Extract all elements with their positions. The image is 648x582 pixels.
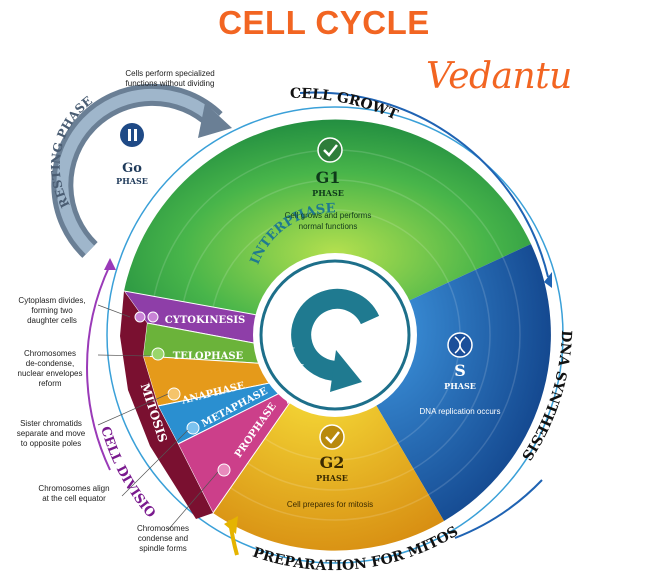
s-phase-label: PHASE (444, 381, 476, 391)
synthesis-arrow (454, 479, 543, 539)
anaphase-icon (167, 387, 181, 401)
cytokinesis-icon (134, 311, 146, 323)
g1-description-line2: normal functions (299, 222, 358, 231)
m-label: M (281, 346, 295, 361)
preparation-arrow (228, 519, 239, 556)
g2-phase-label: PHASE (316, 473, 348, 483)
cytokinesis-label: CYTOKINESIS (165, 315, 246, 326)
g1-label: G1 (316, 168, 341, 187)
g1-check-icon (317, 137, 343, 163)
telophase-label: TELOPHASE (173, 351, 244, 362)
g2-label: G2 (320, 453, 345, 472)
telophase-icon (151, 347, 165, 361)
brand-logo: Vedantu (426, 56, 572, 97)
metaphase-icon (186, 421, 200, 435)
g1-sector (124, 119, 531, 335)
division-arrow (86, 264, 111, 471)
g2-check-icon (319, 424, 345, 450)
g2-description: Cell prepares for mitosis (287, 500, 373, 509)
pause-icon (120, 123, 144, 147)
g1-phase-label: PHASE (312, 188, 344, 198)
growth-arrow (299, 91, 549, 278)
m-phase-label: PHASE (272, 362, 304, 372)
interphase-center (253, 253, 417, 417)
go-label: Go (122, 161, 142, 176)
page-title: CELL CYCLE (218, 4, 430, 41)
g1-description-line1: Cell grows and performs (285, 211, 372, 220)
s-label: S (454, 361, 466, 380)
prophase-icon (217, 463, 231, 477)
mitosis-band (120, 291, 213, 519)
interphase-swirl-arrow (291, 288, 380, 381)
go-phase-label: PHASE (116, 176, 148, 186)
s-description: DNA replication occurs (420, 407, 501, 416)
